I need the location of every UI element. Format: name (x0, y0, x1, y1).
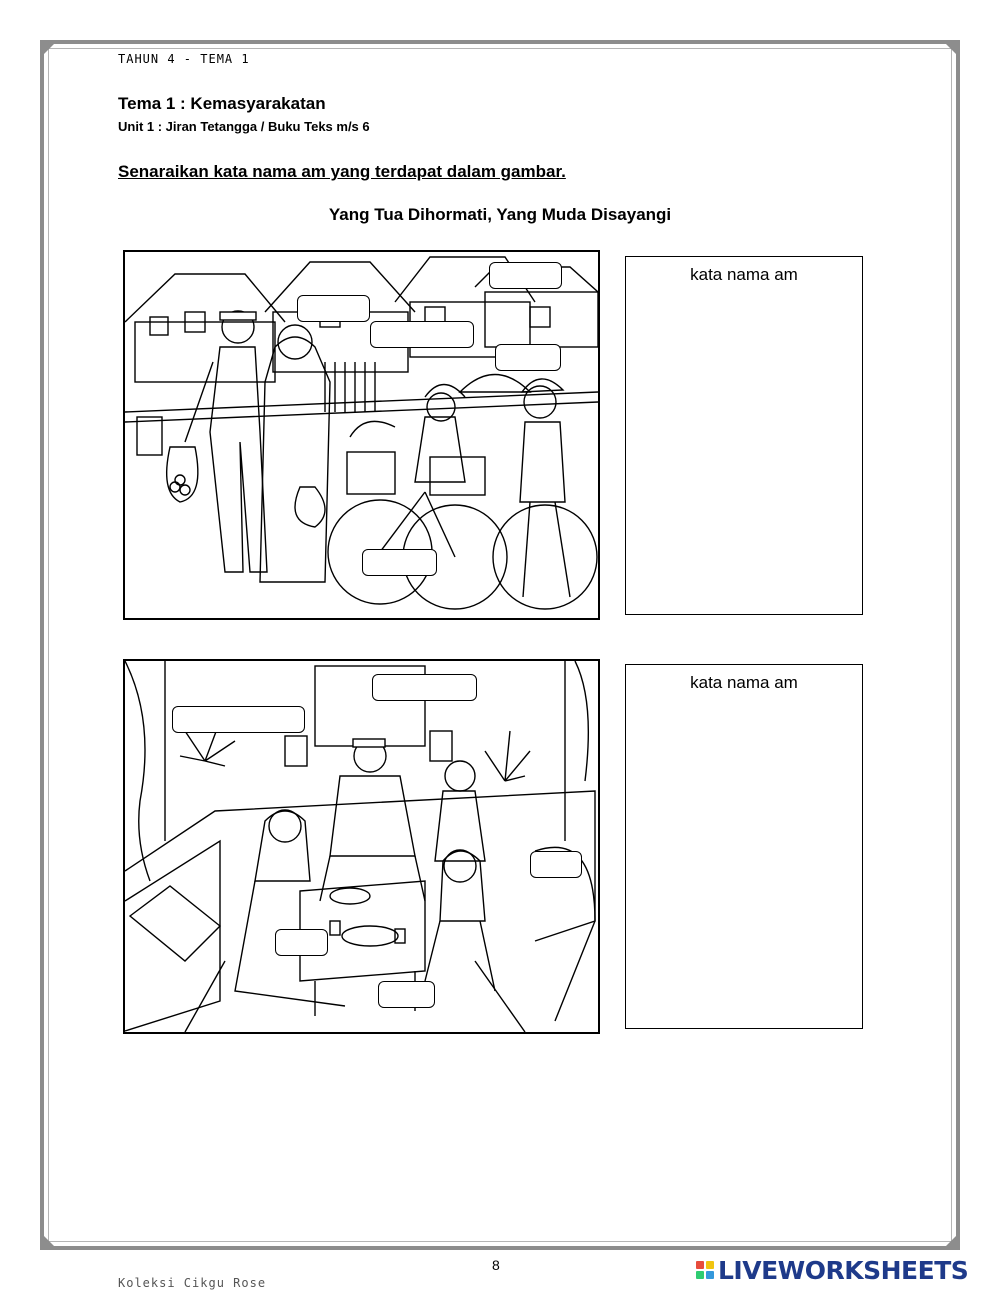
answer-blank[interactable] (297, 295, 370, 322)
answer-blank[interactable] (370, 321, 474, 348)
answer-blank[interactable] (372, 674, 477, 701)
footer-credit: Koleksi Cikgu Rose (118, 1276, 267, 1290)
answer-blank[interactable] (489, 262, 562, 289)
page-border (40, 40, 960, 1250)
answer-blank[interactable] (495, 344, 561, 371)
page-subtitle: Unit 1 : Jiran Tetangga / Buku Teks m/s … (118, 119, 370, 134)
living-room-scene-illustration (123, 659, 600, 1034)
corner-ornament (946, 44, 956, 54)
liveworksheets-logo[interactable]: LIVEWORKSHEETS (696, 1255, 969, 1285)
answer-box-label: kata nama am (690, 265, 798, 284)
answer-box-street[interactable]: kata nama am (625, 256, 863, 615)
page-number: 8 (492, 1257, 500, 1273)
street-scene-illustration (123, 250, 600, 620)
corner-ornament (44, 44, 54, 54)
page-title: Tema 1 : Kemasyarakatan (118, 94, 326, 113)
answer-blank[interactable] (530, 851, 582, 878)
logo-text: LIVEWORKSHEETS (718, 1255, 969, 1285)
corner-ornament (44, 1236, 54, 1246)
answer-box-living-room[interactable]: kata nama am (625, 664, 863, 1029)
instruction: Senaraikan kata nama am yang terdapat da… (118, 162, 566, 181)
answer-blank[interactable] (172, 706, 305, 733)
logo-blocks-icon (696, 1261, 714, 1279)
answer-blank[interactable] (378, 981, 435, 1008)
answer-blank[interactable] (275, 929, 328, 956)
answer-box-label: kata nama am (690, 673, 798, 692)
answer-blank[interactable] (362, 549, 437, 576)
living-room-scene-drawing (125, 661, 596, 1032)
corner-ornament (946, 1236, 956, 1246)
section-heading: Yang Tua Dihormati, Yang Muda Disayangi (328, 205, 672, 224)
header-tag: TAHUN 4 - TEMA 1 (118, 52, 250, 66)
page-border-inner (48, 48, 952, 1242)
